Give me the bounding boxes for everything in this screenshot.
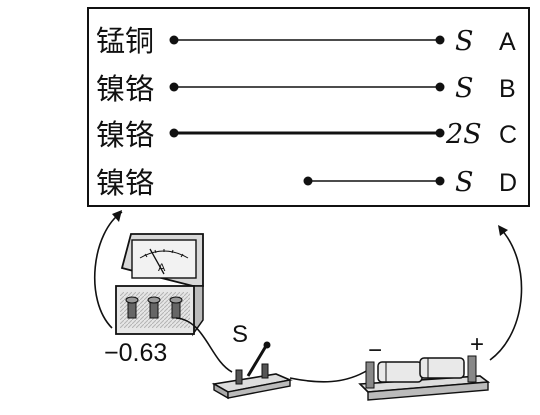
terminal-left	[303, 176, 313, 186]
wire-letter: B	[499, 75, 516, 103]
switch-label: S	[232, 321, 248, 348]
wire-row-d: 镍铬 S D	[96, 166, 517, 200]
area-label: 2S	[445, 119, 482, 150]
wire-letter: D	[499, 169, 517, 197]
wire-letter: C	[499, 121, 517, 149]
area-label: S	[455, 73, 474, 104]
battery-minus-label: −	[368, 337, 382, 364]
wire-row-b: 镍铬 S B	[96, 72, 516, 106]
battery-clip	[467, 355, 477, 383]
terminal-right	[435, 128, 445, 138]
terminal-left	[169, 128, 179, 138]
terminal-left	[169, 35, 179, 45]
lead-wire-switch-battery	[289, 369, 369, 383]
switch-knob	[263, 341, 271, 349]
material-label: 锰铜	[96, 24, 154, 58]
ammeter-face	[131, 239, 197, 279]
material-label: 镍铬	[96, 166, 154, 200]
wire-board	[87, 7, 530, 207]
wire-letter: A	[499, 28, 516, 56]
battery-cell	[419, 357, 465, 379]
battery-plus-label: +	[470, 331, 484, 358]
arrow-left-icon	[112, 210, 122, 222]
wire-row-c: 镍铬 2S C	[96, 118, 517, 152]
lead-wire-right	[489, 227, 523, 361]
terminal-right	[435, 82, 445, 92]
lead-wire-ammeter-switch	[175, 317, 233, 373]
material-label: 镍铬	[96, 118, 154, 152]
ammeter-needle	[149, 248, 165, 275]
switch-post	[261, 363, 269, 379]
arrow-right-icon	[498, 225, 508, 236]
battery-clip	[365, 361, 375, 389]
ammeter-terminal-label: −0.63	[104, 339, 167, 367]
battery-pack	[358, 355, 491, 401]
battery-cell	[377, 361, 423, 383]
area-label: S	[455, 26, 474, 57]
switch-lever	[246, 345, 268, 377]
lead-wire-left	[94, 211, 123, 329]
terminal-right	[435, 176, 445, 186]
switch	[211, 341, 293, 400]
material-label: 镍铬	[96, 72, 154, 106]
wire-row-a: 锰铜 S A	[96, 24, 516, 58]
ammeter: A	[115, 233, 204, 337]
switch-post	[235, 369, 243, 385]
ammeter-unit: A	[158, 262, 166, 274]
terminal-left	[169, 82, 179, 92]
area-label: S	[455, 167, 474, 198]
terminal-right	[435, 35, 445, 45]
